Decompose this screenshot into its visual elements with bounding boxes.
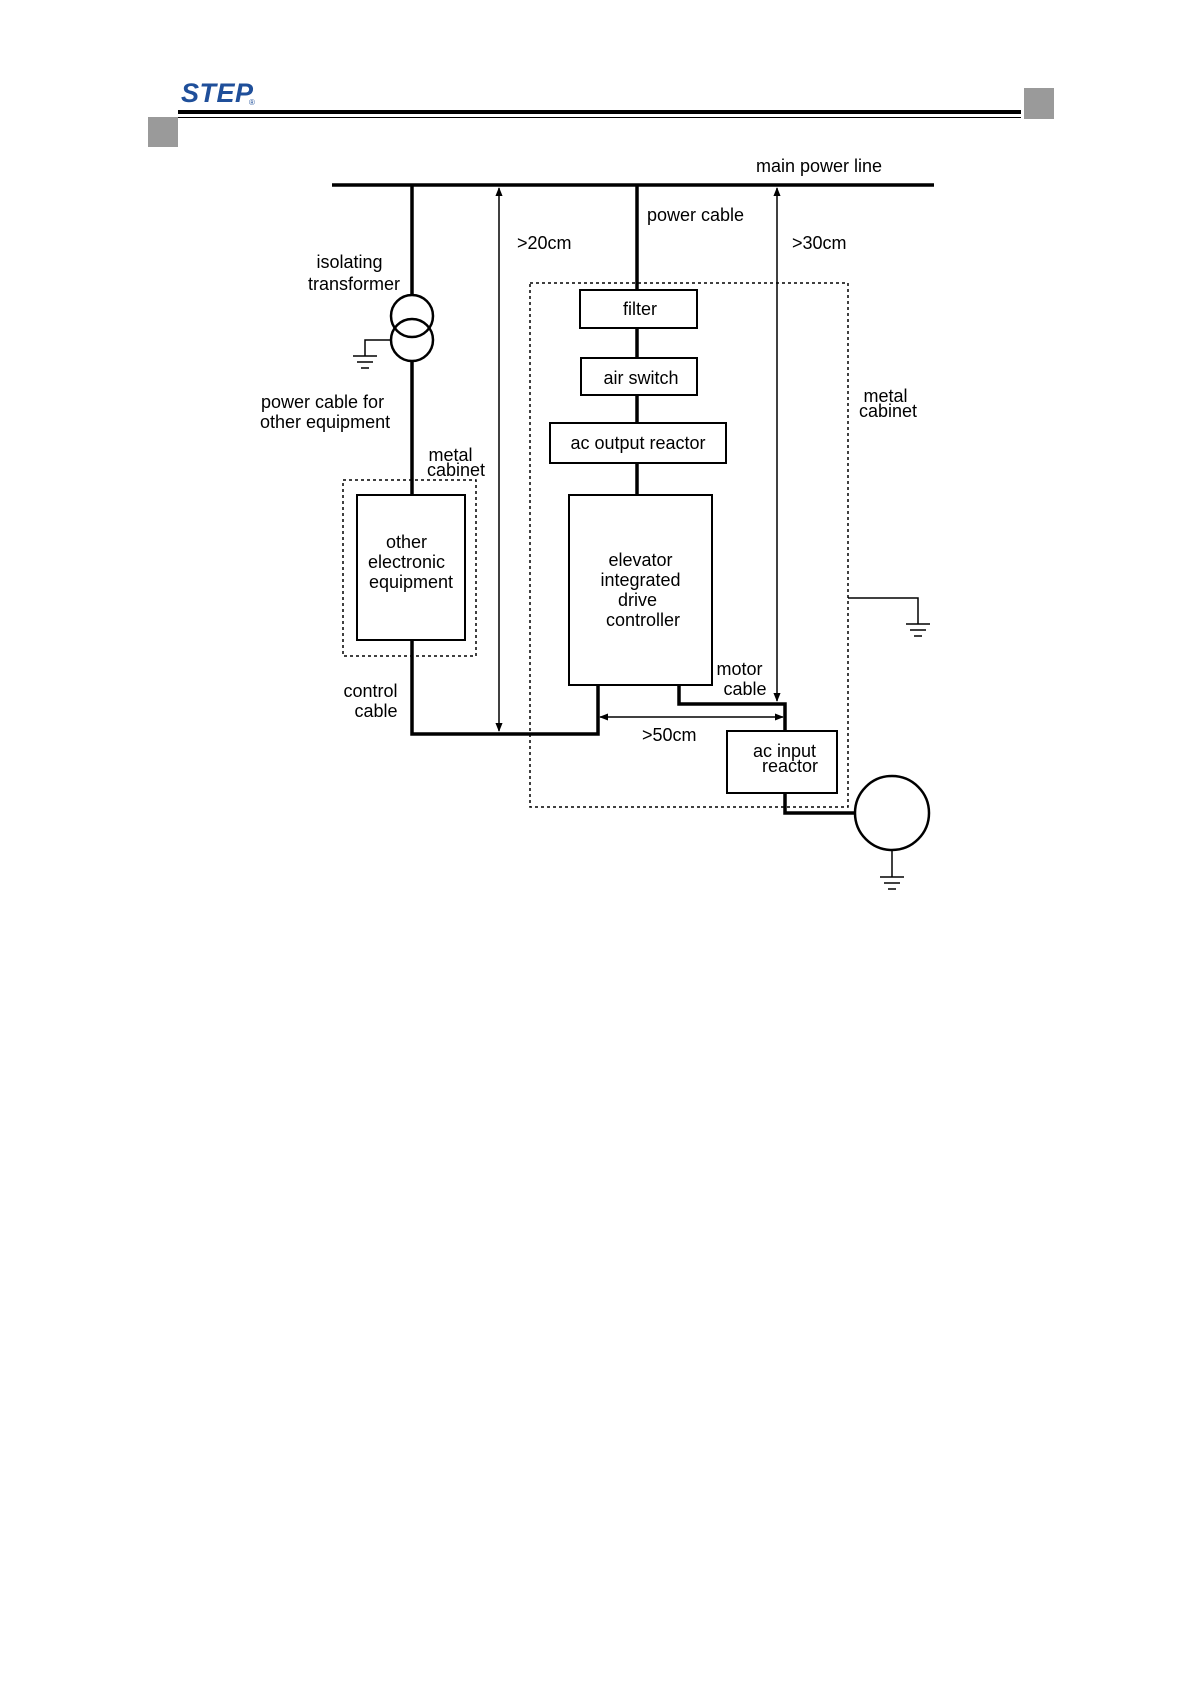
motor-icon xyxy=(855,776,929,850)
distance-20cm-label: >20cm xyxy=(517,233,572,253)
main-power-line-label: main power line xyxy=(756,156,882,176)
air-switch-label: air switch xyxy=(603,368,678,388)
reactor-to-motor-wire xyxy=(785,793,857,813)
distance-30cm-label: >30cm xyxy=(792,233,847,253)
metal-cabinet-left-label: metal cabinet xyxy=(427,445,485,480)
ground-icon-cabinet xyxy=(848,598,930,636)
ground-icon-transformer xyxy=(353,340,391,368)
ground-icon-motor xyxy=(880,850,904,889)
filter-label: filter xyxy=(623,299,657,319)
power-cable-other-label: power cable for other equipment xyxy=(260,392,390,432)
power-cable-label: power cable xyxy=(647,205,744,225)
isolating-transformer-symbol xyxy=(391,295,433,361)
distance-50cm-label: >50cm xyxy=(642,725,697,745)
ac-input-reactor-label: ac input reactor xyxy=(753,741,821,776)
isolating-transformer-label: isolating transformer xyxy=(308,252,400,294)
control-cable-label: control cable xyxy=(343,681,402,721)
ac-output-reactor-label: ac output reactor xyxy=(570,433,705,453)
motor-cable-label: motor cable xyxy=(716,659,767,699)
metal-cabinet-right-label: metal cabinet xyxy=(859,386,917,421)
